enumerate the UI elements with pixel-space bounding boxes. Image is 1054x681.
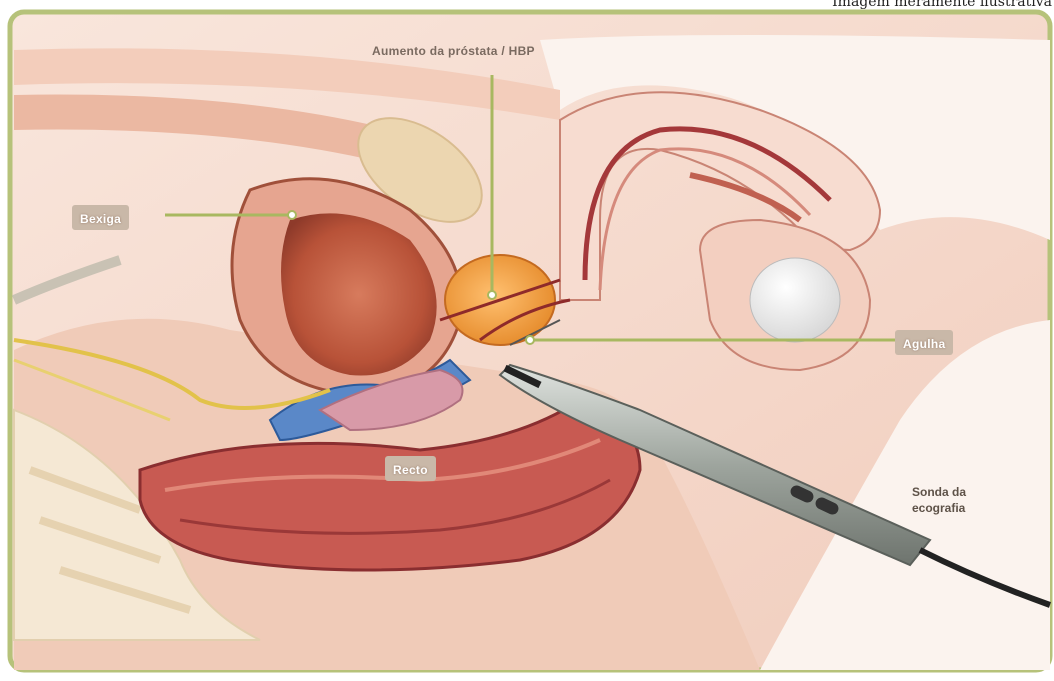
label-bladder-pill: Bexiga: [72, 205, 129, 230]
illustrative-caption: Imagem meramente ilustrativa: [832, 0, 1052, 10]
label-rectum: Recto: [393, 463, 428, 477]
label-probe-line2: ecografia: [912, 500, 966, 516]
label-probe-line1: Sonda da: [912, 484, 966, 500]
label-bladder: Bexiga: [80, 212, 121, 226]
label-prostate: Aumento da próstata / HBP: [372, 44, 535, 58]
label-needle: Agulha: [903, 337, 945, 351]
label-rectum-pill: Recto: [385, 456, 436, 481]
label-needle-pill: Agulha: [895, 330, 953, 355]
label-probe: Sonda da ecografia: [912, 484, 966, 516]
